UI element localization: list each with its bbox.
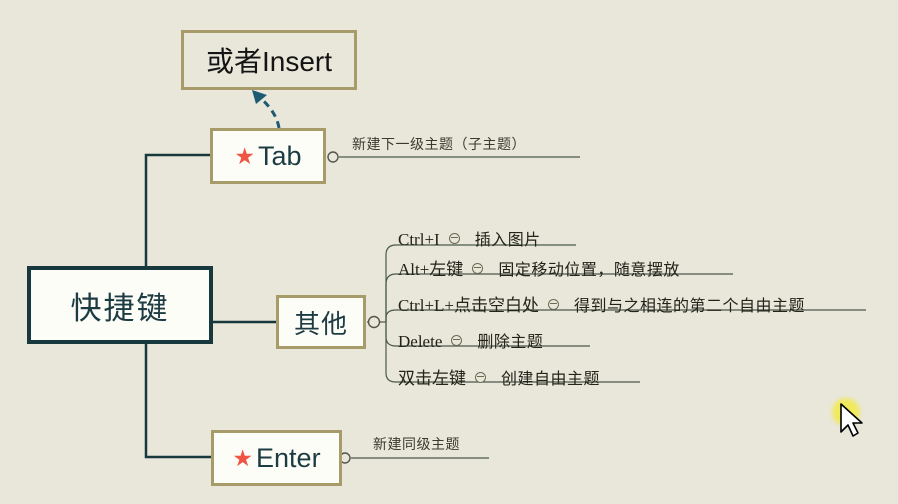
note-insert[interactable]: 或者Insert: [181, 30, 357, 90]
collapse-circle-icon[interactable]: [448, 233, 460, 244]
collapse-toggle-tab[interactable]: [327, 151, 339, 163]
subitem-row[interactable]: Alt+左键 固定移动位置，随意摆放: [398, 255, 680, 280]
subitem-key: Ctrl+I: [398, 230, 440, 249]
dashed-arrow-to-insert: [256, 93, 281, 129]
dashed-arrow-head: [252, 90, 267, 104]
collapse-circle-icon[interactable]: [475, 372, 486, 383]
subitem-desc: 删除主题: [477, 334, 544, 351]
subitem-row[interactable]: Ctrl+L+点击空白处 得到与之相连的第二个自由主题: [398, 291, 805, 316]
branch-label-tab[interactable]: 新建下一级主题（子主题）: [352, 136, 526, 152]
subitem-key: Ctrl+L+点击空白处: [398, 296, 540, 315]
branch-label-enter[interactable]: 新建同级主题: [373, 436, 460, 452]
collapse-circle-icon[interactable]: [472, 263, 484, 274]
node-enter[interactable]: ★ Enter: [211, 430, 342, 486]
star-icon: ★: [234, 142, 256, 169]
subitem-desc: 插入图片: [474, 232, 541, 249]
subitem-key: 双击左键: [398, 369, 466, 388]
node-central-label: 快捷键: [70, 290, 170, 326]
star-icon: ★: [232, 444, 254, 471]
node-central[interactable]: 快捷键: [27, 266, 213, 344]
wire-central-to-tab: [144, 153, 212, 270]
mouse-pointer-icon: [829, 395, 863, 437]
subitem-desc: 得到与之相连的第二个自由主题: [574, 298, 806, 315]
subitem-key: Alt+左键: [398, 260, 464, 279]
node-other-label: 其他: [293, 308, 348, 339]
subitem-desc: 创建自由主题: [501, 371, 601, 388]
cursor-arrow: [840, 403, 863, 437]
note-insert-label: 或者Insert: [205, 46, 333, 77]
node-tab-label: Tab: [258, 140, 302, 171]
node-enter-label: Enter: [256, 442, 321, 473]
collapse-circle-icon[interactable]: [451, 335, 463, 346]
cursor-highlight: [829, 395, 863, 429]
node-tab[interactable]: ★ Tab: [210, 128, 326, 184]
collapse-toggle-other[interactable]: [367, 315, 381, 329]
subitem-desc: 固定移动位置，随意摆放: [498, 262, 680, 279]
subitem-key: Delete: [398, 332, 443, 351]
wire-central-to-enter: [144, 343, 212, 459]
subitem-row[interactable]: 双击左键 创建自由主题: [398, 364, 600, 389]
collapse-circle-icon[interactable]: [548, 299, 560, 310]
subitem-row[interactable]: Ctrl+I 插入图片: [398, 226, 541, 250]
subitem-row[interactable]: Delete 删除主题: [398, 328, 543, 352]
node-other[interactable]: 其他: [276, 295, 366, 349]
